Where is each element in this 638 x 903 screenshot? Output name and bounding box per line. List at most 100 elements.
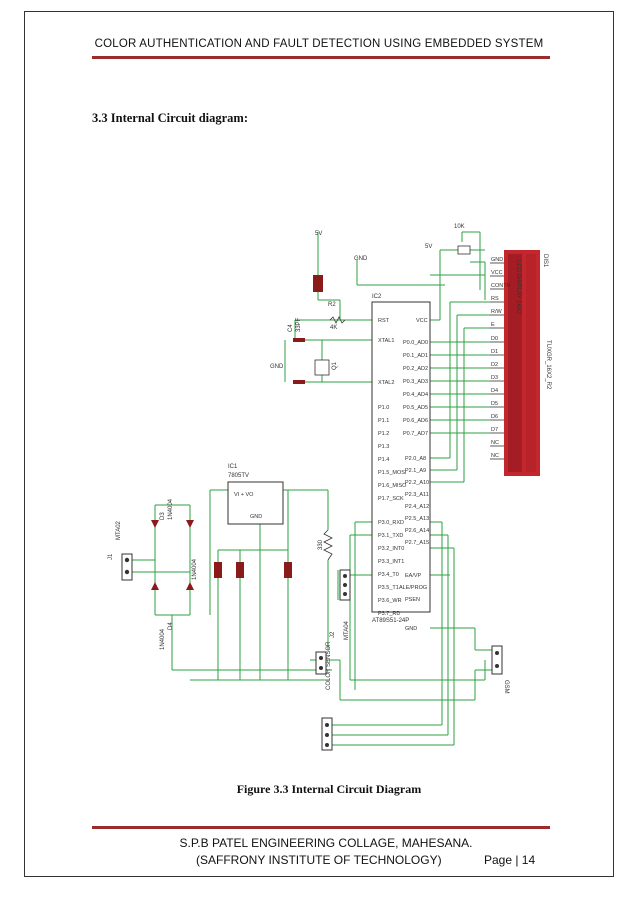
connectors: J1 MTA02 MTA04 J2 COLOR SENSOR GSM: [108, 520, 509, 751]
svg-text:P1.3: P1.3: [378, 444, 389, 450]
svg-text:P3.4_T0: P3.4_T0: [378, 572, 399, 578]
svg-text:GND: GND: [354, 256, 368, 262]
circuit-diagram: IC2 AT89S51-24P RST VCC XTAL1 XTAL2 P1.0…: [108, 224, 551, 751]
svg-text:P2.2_A10: P2.2_A10: [405, 480, 429, 486]
svg-text:IC2: IC2: [372, 294, 382, 300]
svg-text:D3: D3: [160, 512, 166, 520]
svg-text:D2: D2: [491, 362, 498, 368]
svg-text:33PF: 33PF: [296, 317, 302, 332]
figure-caption: Figure 3.3 Internal Circuit Diagram: [236, 782, 422, 796]
svg-text:P3.7_RD: P3.7_RD: [378, 611, 400, 617]
lcd-display: DIS1 LCD DISPLAY 16X2 TUXGR_16X2_R2 GND …: [490, 250, 551, 476]
svg-text:P1.0: P1.0: [378, 405, 389, 411]
svg-text:GND: GND: [250, 514, 262, 520]
svg-text:P3.3_INT1: P3.3_INT1: [378, 559, 404, 565]
svg-text:P1.7_SCK: P1.7_SCK: [378, 496, 404, 502]
svg-text:RS: RS: [491, 296, 499, 302]
svg-text:P3.5_T1: P3.5_T1: [378, 585, 399, 591]
svg-text:5V: 5V: [425, 244, 432, 250]
svg-text:LCD DISPLAY 16X2: LCD DISPLAY 16X2: [515, 260, 521, 315]
svg-text:330: 330: [318, 539, 324, 550]
svg-text:GND: GND: [270, 364, 284, 370]
svg-text:DIS1: DIS1: [542, 254, 548, 268]
svg-text:R2: R2: [328, 302, 336, 308]
svg-text:P2.7_A15: P2.7_A15: [405, 540, 429, 546]
svg-text:P0.7_AD7: P0.7_AD7: [403, 431, 428, 437]
diodes: D3 1N4004 1N4004 1N4004 D4: [151, 498, 198, 650]
mcu-ic2: IC2 AT89S51-24P RST VCC XTAL1 XTAL2 P1.0…: [371, 294, 431, 632]
svg-text:P1.2: P1.2: [378, 431, 389, 437]
svg-text:EA/VP: EA/VP: [405, 573, 422, 579]
header-rule: [92, 56, 550, 59]
svg-text:D1: D1: [491, 349, 498, 355]
svg-text:D5: D5: [491, 401, 498, 407]
svg-text:MTA04: MTA04: [344, 620, 350, 640]
svg-text:P3.2_INT0: P3.2_INT0: [378, 546, 404, 552]
svg-text:GND: GND: [405, 626, 417, 632]
svg-text:7805TV: 7805TV: [228, 473, 249, 479]
svg-text:P0.3_AD3: P0.3_AD3: [403, 379, 428, 385]
svg-text:AT89S51-24P: AT89S51-24P: [372, 618, 409, 624]
svg-text:4K: 4K: [330, 325, 337, 331]
svg-text:10K: 10K: [454, 224, 465, 230]
svg-text:VCC: VCC: [416, 318, 428, 324]
svg-text:1N4004: 1N4004: [168, 498, 174, 520]
svg-text:P2.3_A11: P2.3_A11: [405, 492, 429, 498]
svg-text:P2.4_A12: P2.4_A12: [405, 504, 429, 510]
svg-text:P3.6_WR: P3.6_WR: [378, 598, 402, 604]
svg-text:RST: RST: [378, 318, 390, 324]
svg-text:D3: D3: [491, 375, 498, 381]
svg-text:P2.6_A14: P2.6_A14: [405, 528, 429, 534]
svg-text:XTAL2: XTAL2: [378, 380, 394, 386]
svg-text:P3.0_RXD: P3.0_RXD: [378, 520, 404, 526]
svg-text:P0.6_AD6: P0.6_AD6: [403, 418, 428, 424]
svg-text:C4: C4: [288, 324, 294, 332]
svg-text:NC: NC: [491, 453, 499, 459]
svg-text:CONTR: CONTR: [491, 283, 511, 289]
page-number: Page | 14: [484, 853, 536, 867]
svg-text:J1: J1: [108, 553, 114, 560]
svg-text:GND: GND: [491, 257, 503, 263]
svg-text:D7: D7: [491, 427, 498, 433]
svg-text:P0.2_AD2: P0.2_AD2: [403, 366, 428, 372]
lcd-pin-lines: [490, 262, 504, 460]
svg-text:P0.5_AD5: P0.5_AD5: [403, 405, 428, 411]
svg-text:1N4004: 1N4004: [192, 558, 198, 580]
section-heading: 3.3 Internal Circuit diagram:: [92, 111, 249, 125]
passive-components: 5V GND 5V R2 4K R3 10K C4 33PF Q1 GND 33…: [214, 224, 471, 578]
svg-text:MTA02: MTA02: [116, 520, 122, 540]
svg-text:E: E: [491, 322, 495, 328]
svg-text:ALE/PROG: ALE/PROG: [399, 585, 427, 591]
wires: [128, 231, 492, 746]
svg-text:PSEN: PSEN: [405, 597, 420, 603]
svg-text:P0.4_AD4: P0.4_AD4: [403, 392, 428, 398]
svg-text:J2: J2: [330, 631, 336, 638]
svg-text:COLOR SENSOR: COLOR SENSOR: [326, 641, 332, 690]
svg-text:5V: 5V: [315, 231, 322, 237]
svg-text:D4: D4: [168, 622, 174, 630]
page-border: [24, 11, 614, 877]
svg-text:Q1: Q1: [332, 361, 338, 370]
svg-text:P3.1_TXD: P3.1_TXD: [378, 533, 403, 539]
footer-college: S.P.B PATEL ENGINEERING COLLAGE, MAHESAN…: [179, 836, 473, 850]
svg-text:D0: D0: [491, 336, 498, 342]
page-header: COLOR AUTHENTICATION AND FAULT DETECTION…: [94, 38, 544, 50]
svg-text:VCC: VCC: [491, 270, 503, 276]
svg-text:D4: D4: [491, 388, 498, 394]
svg-text:IC1: IC1: [228, 464, 238, 470]
svg-text:P0.0_AD0: P0.0_AD0: [403, 340, 428, 346]
svg-text:D6: D6: [491, 414, 498, 420]
svg-text:P1.4: P1.4: [378, 457, 389, 463]
svg-text:P0.1_AD1: P0.1_AD1: [403, 353, 428, 359]
svg-text:P2.0_A8: P2.0_A8: [405, 456, 426, 462]
svg-text:P1.6_MISO: P1.6_MISO: [378, 483, 407, 489]
regulator-ic1: IC1 7805TV VI + VO GND: [227, 464, 284, 525]
footer-institute: (SAFFRONY INSTITUTE OF TECHNOLOGY): [196, 853, 442, 867]
svg-text:TUXGR_16X2_R2: TUXGR_16X2_R2: [545, 340, 551, 390]
svg-text:P2.5_A13: P2.5_A13: [405, 516, 429, 522]
footer-rule: [92, 826, 550, 829]
svg-text:GSM: GSM: [503, 680, 509, 694]
svg-text:P1.5_MOSI: P1.5_MOSI: [378, 470, 407, 476]
svg-text:XTAL1: XTAL1: [378, 338, 394, 344]
svg-text:P2.1_A9: P2.1_A9: [405, 468, 426, 474]
